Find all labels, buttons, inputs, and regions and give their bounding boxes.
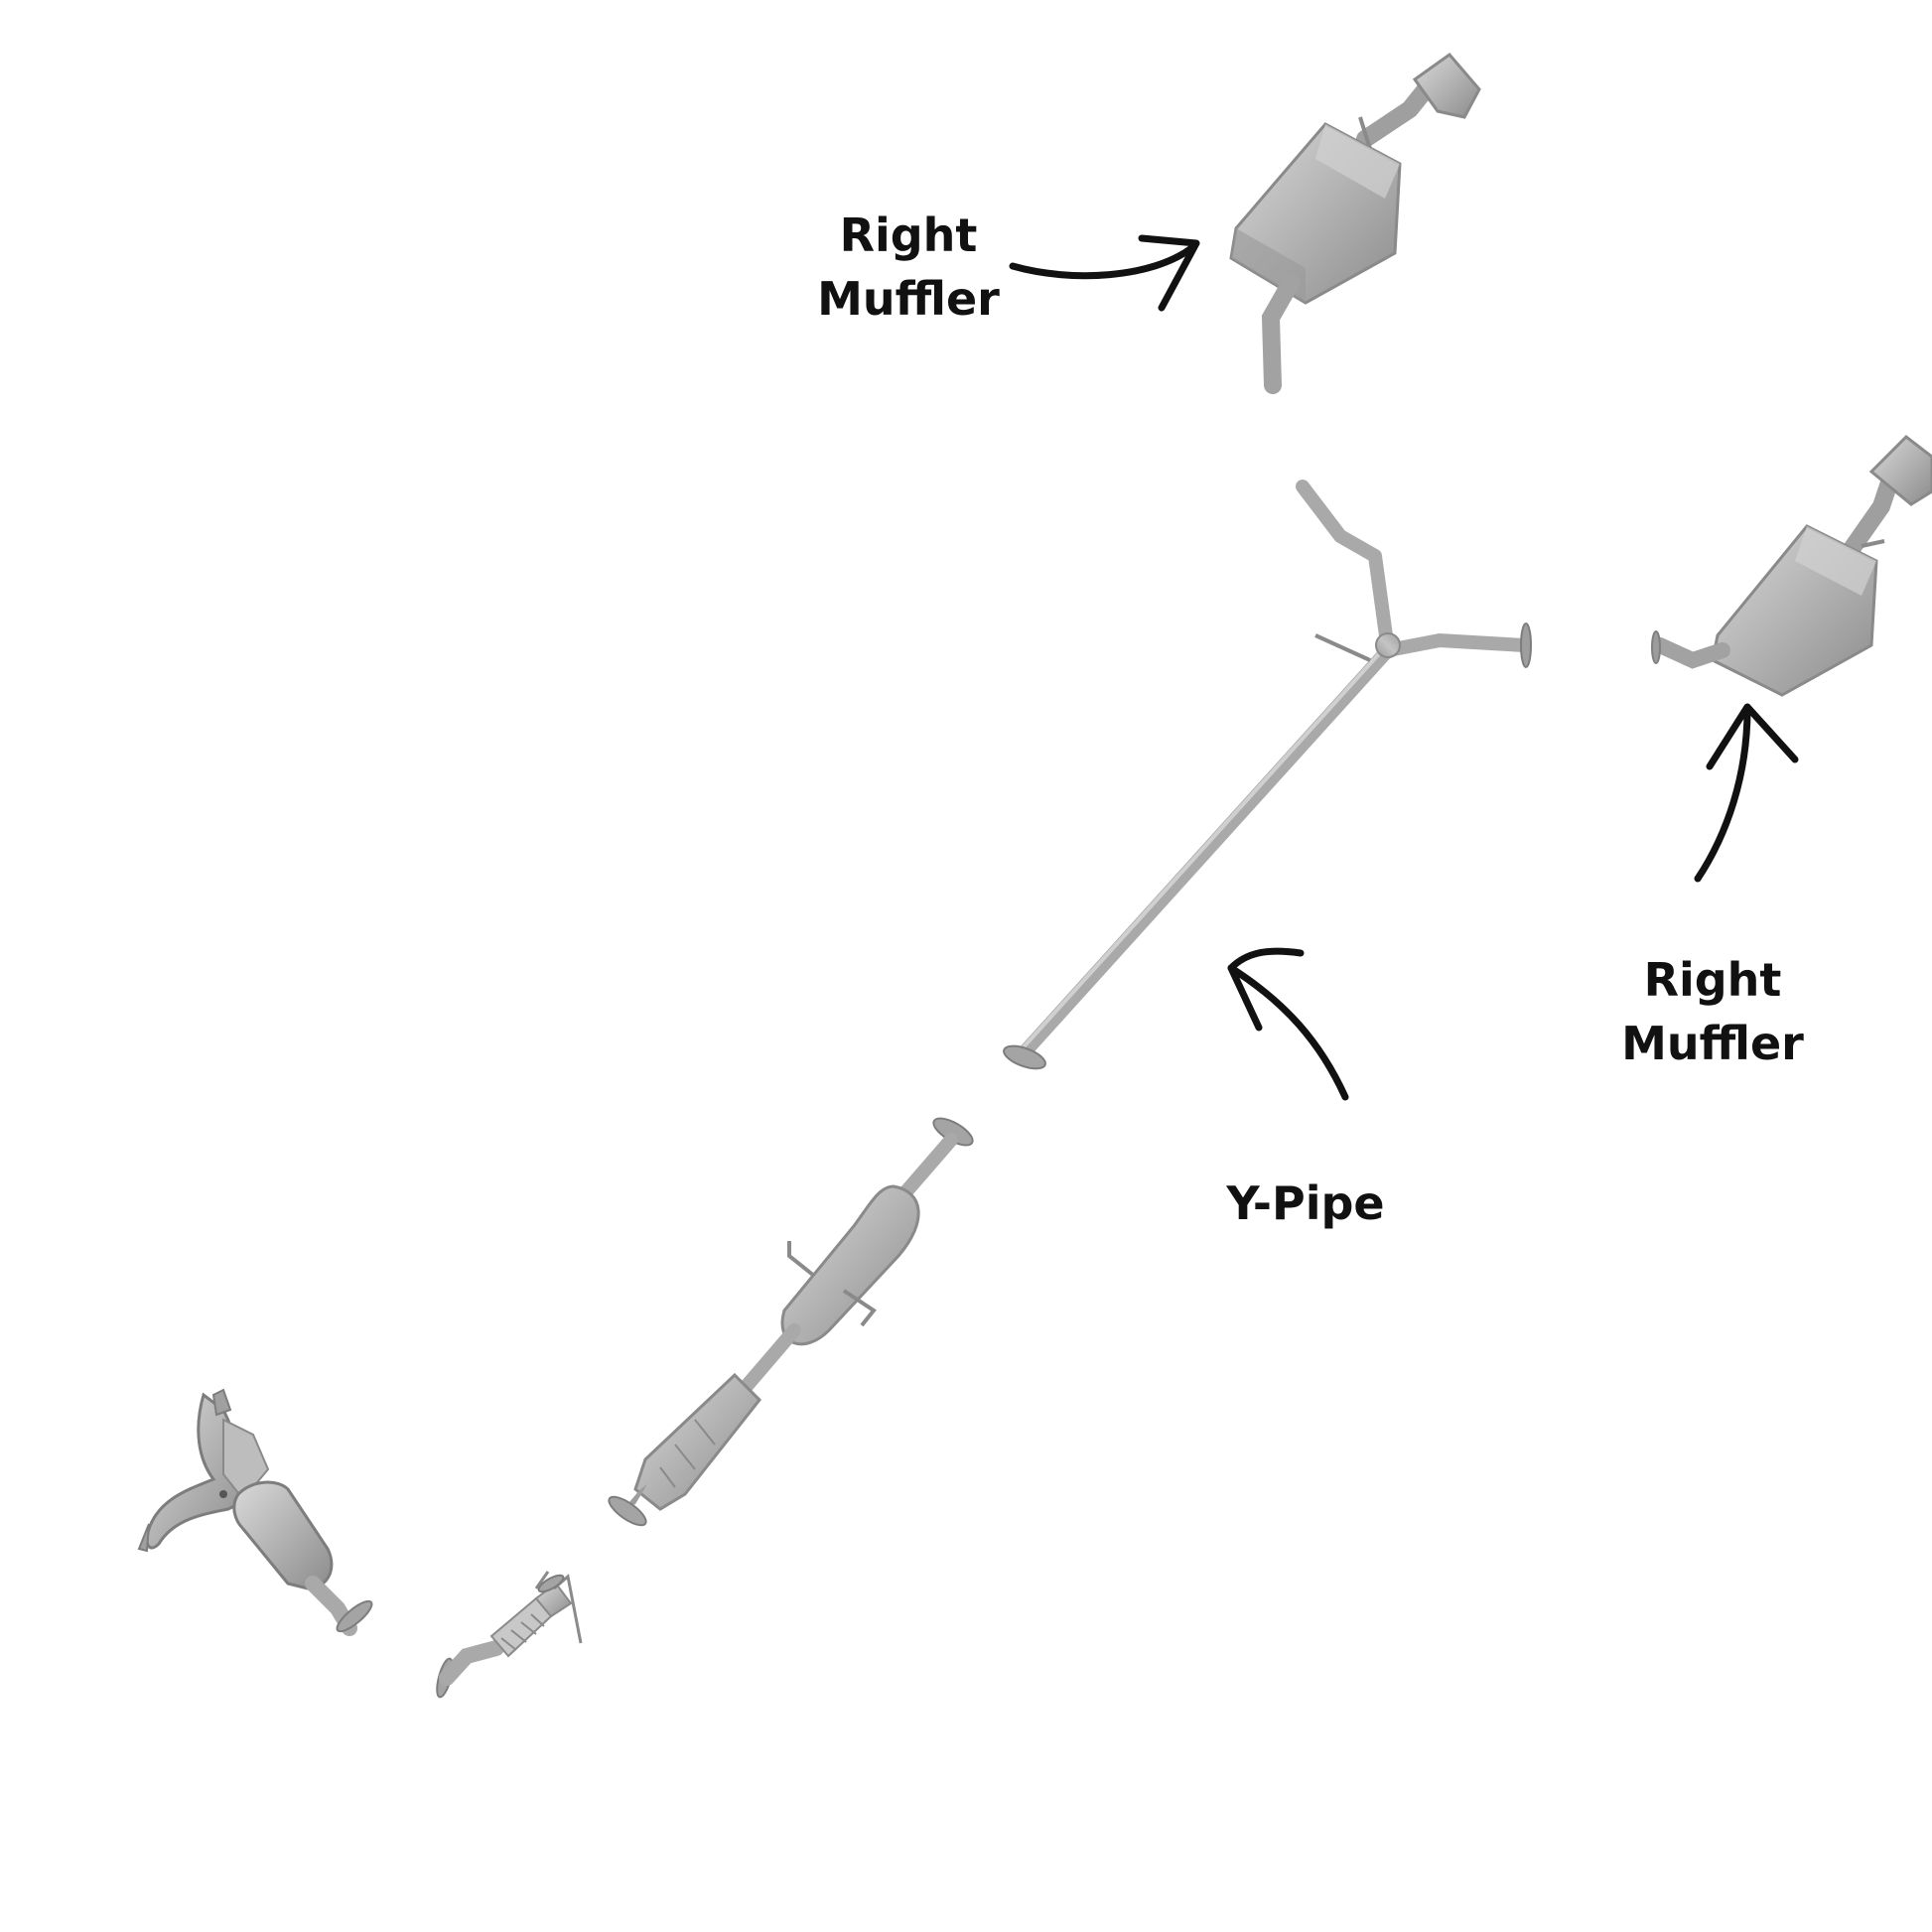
top-muffler-part (1229, 52, 1481, 394)
rear-muffler-label-line1: Right (1643, 953, 1782, 1007)
top-muffler-label-line1: Right (839, 208, 978, 262)
rear-muffler-label-line2: Muffler (1621, 1017, 1804, 1070)
y-pipe-label: Y-Pipe (1206, 1172, 1405, 1235)
manifold-part (137, 1388, 373, 1636)
arrow-to-y-pipe (1227, 947, 1349, 1101)
y-pipe-label-text: Y-Pipe (1226, 1176, 1385, 1230)
top-muffler-label-line2: Muffler (817, 272, 1000, 326)
y-pipe-part (1003, 480, 1532, 1070)
resonator-pipe-part (608, 1117, 974, 1527)
arrow-to-rear-muffler (1694, 703, 1799, 883)
rear-muffler-part (1651, 435, 1932, 697)
flex-pipe-part (436, 1571, 583, 1699)
arrow-to-top-muffler (1009, 234, 1200, 312)
rear-muffler-label: Right Muffler (1618, 948, 1807, 1075)
top-muffler-label: Right Muffler (814, 204, 1003, 331)
